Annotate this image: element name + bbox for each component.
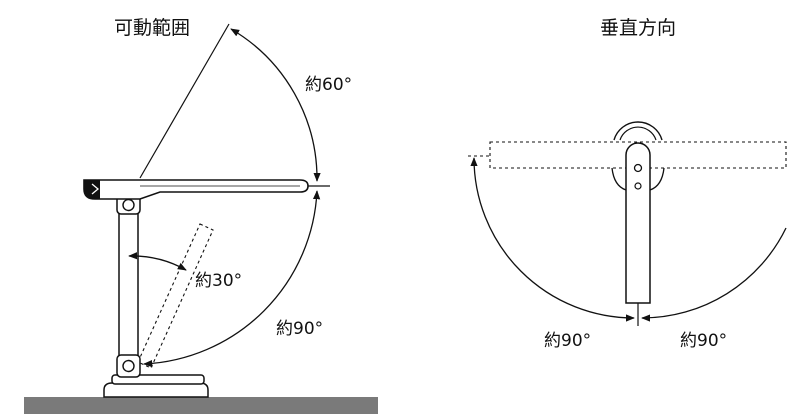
pivot-collar-right xyxy=(649,167,665,191)
pole-tilted-outline xyxy=(137,223,214,369)
left-diagram: 可動範囲 約60° 約30° 約90° xyxy=(24,17,378,414)
pivot-cap-inner xyxy=(619,126,657,141)
angle-30-label: 約30° xyxy=(195,271,242,291)
pivot-collar-left xyxy=(611,167,627,191)
right-diagram: 垂直方向 約90° 約90° xyxy=(468,17,787,351)
lamp-head-dark xyxy=(84,180,100,199)
lower-hinge xyxy=(122,359,135,373)
pivot-hole xyxy=(634,182,642,190)
arc-60 xyxy=(230,28,321,182)
angle-90-label: 約90° xyxy=(276,319,323,339)
left-diagram-title: 可動範囲 xyxy=(114,17,190,39)
desk-surface xyxy=(24,397,378,414)
angle-right-90-label: 約90° xyxy=(680,331,727,351)
lamp-pole xyxy=(118,205,139,359)
arc-30 xyxy=(128,252,187,271)
lamp-arm xyxy=(83,179,309,200)
arc-left-90 xyxy=(470,157,635,322)
angle-60-label: 約60° xyxy=(305,75,352,95)
angle-left-90-label: 約90° xyxy=(544,331,591,351)
upper-hinge xyxy=(122,198,135,212)
right-diagram-title: 垂直方向 xyxy=(600,17,676,39)
lamp-base xyxy=(103,382,209,398)
arc-90 xyxy=(143,190,321,368)
pivot-screw xyxy=(633,163,643,173)
arc-right-90 xyxy=(641,227,787,322)
arm-raised-line xyxy=(139,23,230,179)
lamp-head-mark xyxy=(91,183,100,195)
pivot-cap-outer xyxy=(613,121,663,141)
